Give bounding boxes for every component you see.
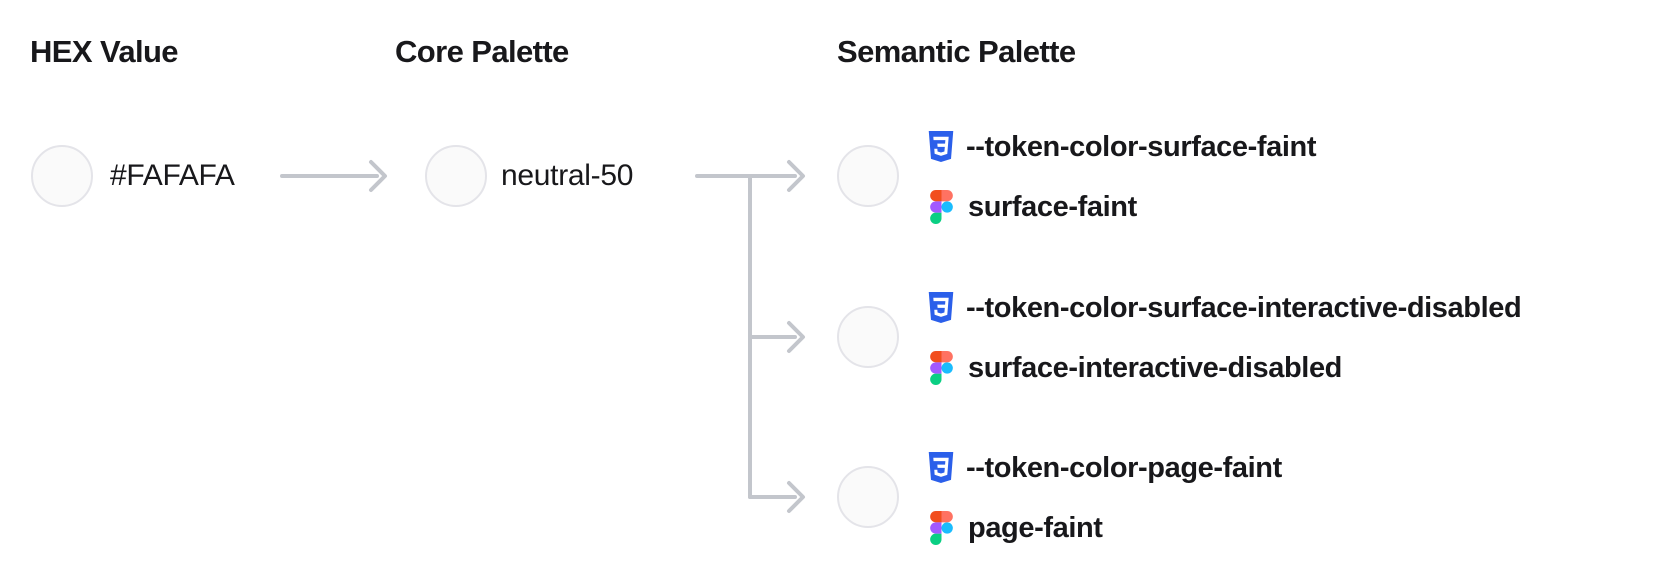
css-variable-label: --token-color-page-faint — [966, 452, 1282, 484]
semantic-color-swatch — [837, 145, 899, 207]
column-header-core-palette: Core Palette — [395, 34, 569, 69]
hex-value-label: #FAFAFA — [110, 159, 235, 192]
figma-token-label: page-faint — [968, 512, 1103, 544]
semantic-color-swatch — [837, 466, 899, 528]
css-variable-label: --token-color-surface-interactive-disabl… — [966, 292, 1522, 324]
hex-color-swatch — [31, 145, 93, 207]
css3-shield-icon — [928, 131, 954, 162]
figma-token-label: surface-faint — [968, 191, 1137, 223]
core-color-swatch — [425, 145, 487, 207]
figma-token-label: surface-interactive-disabled — [968, 352, 1342, 384]
css-variable-label: --token-color-surface-faint — [966, 131, 1317, 163]
css3-shield-icon — [928, 292, 954, 323]
figma-logo-icon — [930, 190, 953, 224]
semantic-color-swatch — [837, 306, 899, 368]
core-name-label: neutral-50 — [501, 159, 634, 192]
css3-shield-icon — [928, 452, 954, 483]
figma-logo-icon — [930, 511, 953, 545]
column-header-hex-value: HEX Value — [30, 34, 179, 69]
figma-logo-icon — [930, 351, 953, 385]
column-header-semantic-palette: Semantic Palette — [837, 34, 1076, 69]
